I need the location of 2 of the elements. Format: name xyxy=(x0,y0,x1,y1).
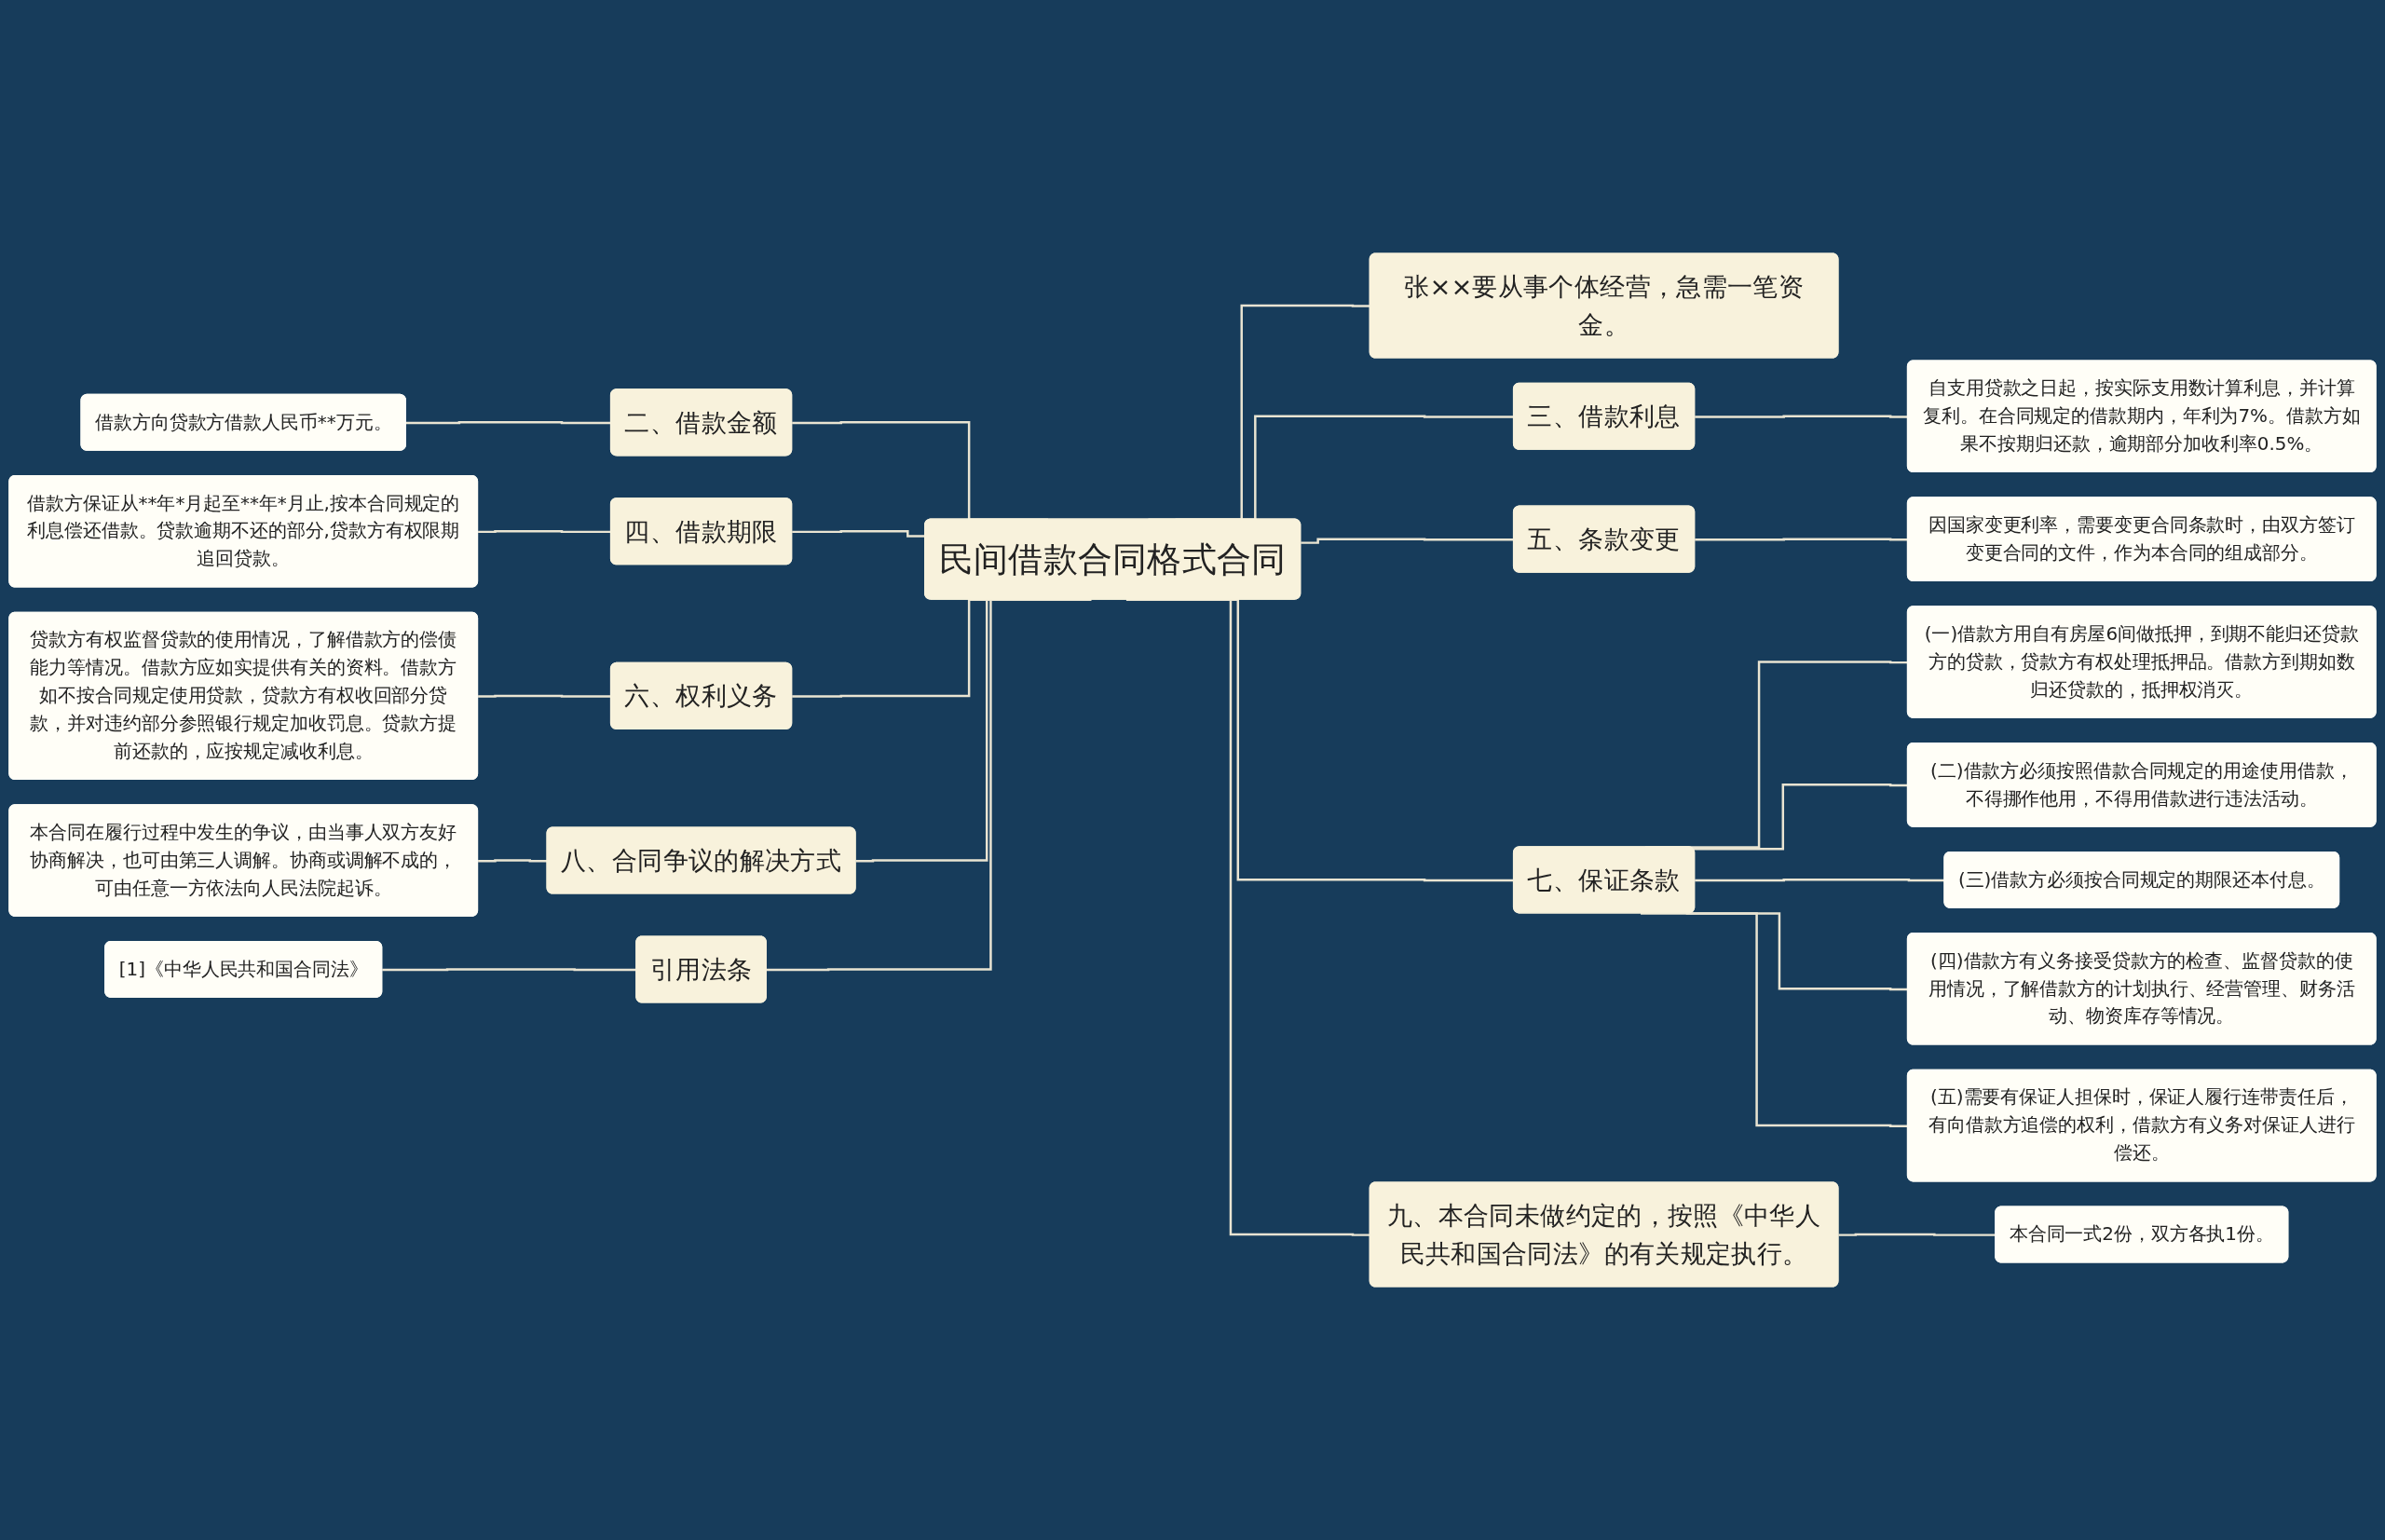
connector xyxy=(478,859,548,863)
connector xyxy=(1695,879,1945,882)
